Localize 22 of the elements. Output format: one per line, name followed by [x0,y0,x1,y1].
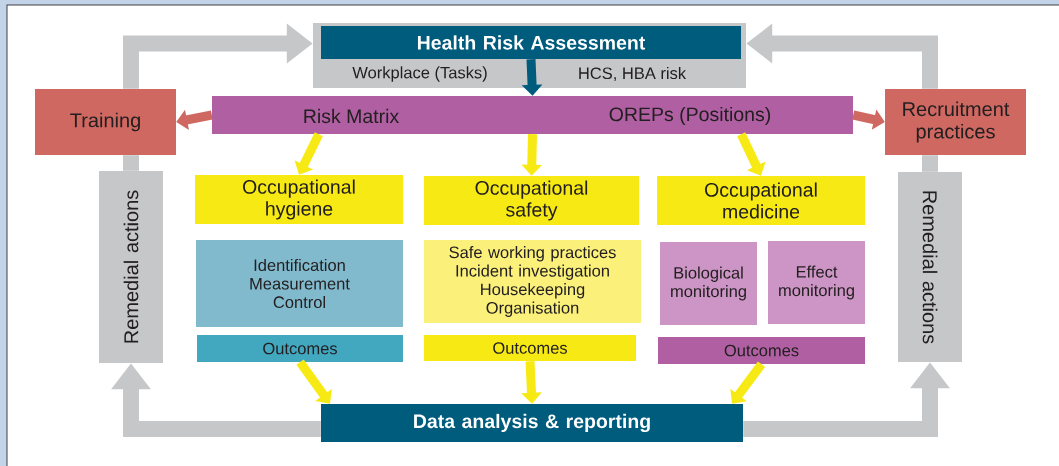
outcome-box: Outcomes [658,337,865,364]
outcome-box: Outcomes [197,335,403,362]
activity-box: Effect monitoring [768,241,865,324]
connector-band [123,155,139,171]
vertical-box: Remedial actions [99,171,163,363]
outcome-box: Outcomes [424,335,636,361]
activity-box: Identification Measurement Control [196,240,403,327]
connector-band [922,155,938,172]
block-arrow [730,361,766,404]
activity-box: Safe working practices Incident investigation Housekeeping Organisation [424,240,641,323]
matrix-band: Risk Matrix OREPs (Positions) [212,96,853,134]
discipline-box: Occupational safety [424,176,639,225]
activity-box: Biological monitoring [660,242,757,325]
title-box: Health Risk Assessment [321,26,741,59]
action-box: Recruitment practices [885,89,1026,155]
discipline-box: Occupational medicine [657,176,865,225]
vertical-box: Remedial actions [898,172,962,362]
report-box: Data analysis & reporting [321,404,743,442]
discipline-box: Occupational hygiene [195,175,403,224]
block-arrow [737,132,766,176]
action-box: Training [35,89,176,155]
block-arrow [296,359,332,404]
